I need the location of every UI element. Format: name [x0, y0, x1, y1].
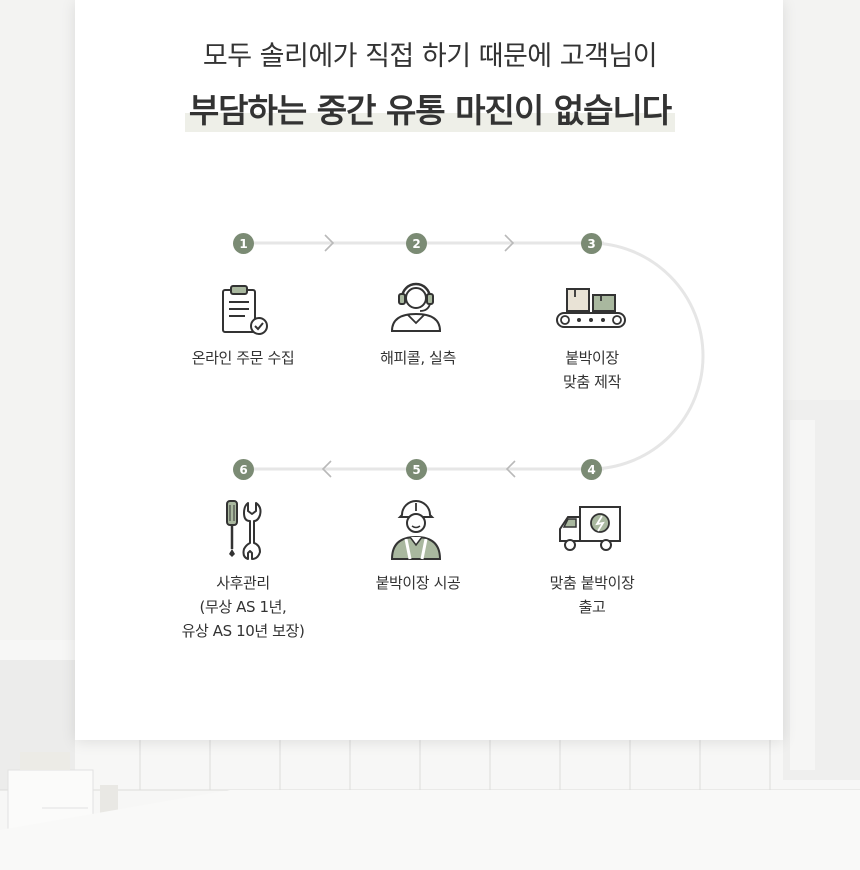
headset-agent-icon	[390, 282, 442, 332]
conveyor-boxes-icon	[556, 288, 626, 328]
step-badge-4: 4	[581, 459, 602, 480]
headline-line2-wrap: 부담하는 중간 유통 마진이 없습니다	[0, 84, 860, 132]
clipboard-check-icon	[222, 285, 268, 335]
step-label-1: 온라인 주문 수집	[191, 349, 295, 367]
chevron-left-icon	[321, 460, 332, 478]
step-label-2: 해피콜, 실측	[380, 349, 456, 367]
step-label-3: 붙박이장 맞춤 제작	[563, 349, 621, 391]
screwdriver-wrench-icon	[226, 500, 262, 560]
chevron-left-icon	[505, 460, 516, 478]
step-label-5: 붙박이장 시공	[375, 574, 461, 592]
delivery-truck-icon	[559, 506, 621, 551]
step-label-6: 사후관리 (무상 AS 1년, 유상 AS 10년 보장)	[181, 574, 305, 640]
step-badge-3: 3	[581, 233, 602, 254]
headline-line1: 모두 솔리에가 직접 하기 때문에 고객님이	[202, 41, 658, 72]
step-label-4: 맞춤 붙박이장 출고	[549, 574, 635, 616]
step-badge-6: 6	[233, 459, 254, 480]
chevron-right-icon	[324, 234, 335, 252]
chevron-right-icon	[504, 234, 515, 252]
flow-line-turn	[589, 241, 705, 471]
step-badge-5: 5	[406, 459, 427, 480]
headline-line2: 부담하는 중간 유통 마진이 없습니다	[184, 84, 676, 132]
step-badge-1: 1	[233, 233, 254, 254]
step-badge-2: 2	[406, 233, 427, 254]
construction-worker-icon	[390, 500, 442, 560]
